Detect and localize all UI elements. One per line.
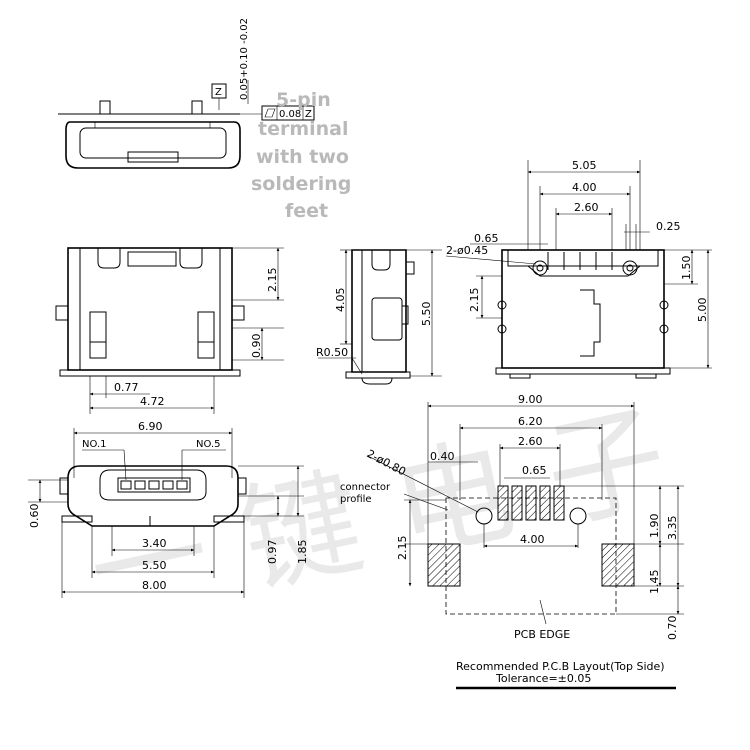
flatness-value: 0.08 <box>279 109 301 120</box>
end-radius: R0.50 <box>316 346 348 359</box>
pcb-layout: 9.00 6.20 2.60 0.40 2-ø0.80 0.65 connect… <box>340 393 684 690</box>
annotation-line-3: with two <box>256 146 349 168</box>
pcb-dim-0-40: 0.40 <box>430 450 455 463</box>
tr-dim-4-00: 4.00 <box>572 181 597 194</box>
front-dim-0-97: 0.97 <box>266 540 279 565</box>
side-dim-4-72: 4.72 <box>140 395 165 408</box>
side-dim-0-77: 0.77 <box>114 381 139 394</box>
datum-z-label: Z <box>215 87 222 98</box>
tr-dim-2-60: 2.60 <box>574 201 599 214</box>
front-dim-8-00: 8.00 <box>142 579 167 592</box>
annotation-line-2: terminal <box>258 118 349 140</box>
end-view: 4.05 5.50 R0.50 <box>316 249 442 385</box>
pin-no1-label: NO.1 <box>82 439 107 450</box>
end-dim-4-05: 4.05 <box>334 288 347 313</box>
front-dim-5-50: 5.50 <box>142 559 167 572</box>
tr-holes: 2-ø0.45 <box>446 244 488 257</box>
top-tolerance: 0.05+0.10 -0.02 <box>239 18 250 100</box>
annotation-line-5: feet <box>285 200 328 222</box>
front-dim-0-60: 0.60 <box>28 504 41 529</box>
pcb-dim-2-60: 2.60 <box>518 435 543 448</box>
annotation-block: 5-pin terminal with two soldering feet <box>251 89 351 222</box>
flatness-datum: Z <box>305 109 312 120</box>
side-dim-2-15: 2.15 <box>266 268 279 293</box>
pcb-dim-6-20: 6.20 <box>518 415 543 428</box>
pcb-dim-2-15: 2.15 <box>396 536 409 561</box>
pcb-dim-9-00: 9.00 <box>518 393 543 406</box>
tr-dim-0-25: 0.25 <box>656 220 681 233</box>
pcb-dim-1-45: 1.45 <box>648 570 661 595</box>
pcb-dim-1-90: 1.90 <box>648 514 661 539</box>
pcb-layout-tolerance: Tolerance=±0.05 <box>495 672 591 685</box>
top-view: 0.05+0.10 -0.02 Z 0.08 Z <box>58 18 315 169</box>
annotation-line-4: soldering <box>251 173 351 195</box>
end-dim-5-50: 5.50 <box>420 302 433 327</box>
profile-label-line2: profile <box>340 494 372 505</box>
pcb-dim-0-65: 0.65 <box>522 464 547 477</box>
pcb-layout-title: Recommended P.C.B Layout(Top Side) <box>456 660 665 673</box>
tr-dim-0-65: 0.65 <box>474 232 499 245</box>
tr-dim-5-05: 5.05 <box>572 159 597 172</box>
pcb-edge-label: PCB EDGE <box>514 628 570 641</box>
pcb-dim-0-70: 0.70 <box>666 616 679 641</box>
front-dim-6-90: 6.90 <box>138 420 163 433</box>
profile-label-line1: connector <box>340 482 391 493</box>
tr-dim-5-00: 5.00 <box>696 298 709 323</box>
watermark-text: 一 键 电 子 <box>78 387 678 644</box>
side-view: 2.15 0.90 0.77 4.72 <box>55 247 284 414</box>
side-dim-0-90: 0.90 <box>250 334 263 359</box>
front-dim-1-85: 1.85 <box>296 540 309 565</box>
top-right-view: 5.05 4.00 2.60 0.25 0.65 2-ø0.45 2.15 1.… <box>445 159 712 379</box>
watermark: 一 键 电 子 <box>78 387 678 644</box>
pin-no5-label: NO.5 <box>196 439 221 450</box>
tr-dim-2-15: 2.15 <box>468 288 481 313</box>
front-dim-3-40: 3.40 <box>142 537 167 550</box>
annotation-line-1: 5-pin <box>276 89 331 111</box>
pcb-dim-4-00: 4.00 <box>520 533 545 546</box>
pcb-dim-3-35: 3.35 <box>666 516 679 541</box>
tr-dim-1-50: 1.50 <box>680 256 693 281</box>
front-view: 6.90 NO.1 NO.5 0.60 3.40 5.50 8 <box>28 420 309 598</box>
